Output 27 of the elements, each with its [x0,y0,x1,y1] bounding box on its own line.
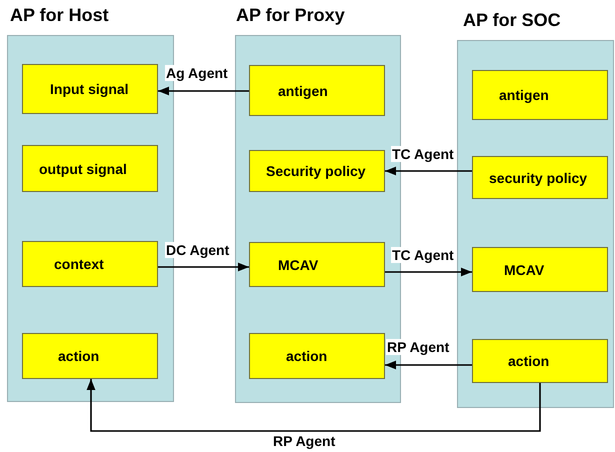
arrow [385,268,472,276]
process-box: MCAV [249,242,385,287]
edge-label: RP Agent [272,433,336,449]
arrow [385,166,472,176]
process-box: security policy [472,156,608,199]
process-box: Input signal [22,64,158,114]
arrow [86,379,541,432]
panel-heading: AP for Proxy [236,5,345,26]
panel-heading: AP for Host [10,5,109,26]
edge-label: Ag Agent [165,65,229,81]
process-box: action [472,339,608,383]
edge-label: TC Agent [391,146,455,162]
edge-label: RP Agent [386,339,450,355]
process-box: antigen [472,70,608,120]
process-box: context [22,241,158,287]
arrow [385,360,472,370]
panel-heading: AP for SOC [463,10,561,31]
process-box: antigen [249,65,385,116]
edge-label: DC Agent [165,242,230,258]
arrow [158,86,249,96]
arrow [158,262,249,272]
process-box: MCAV [472,247,608,292]
process-box: Security policy [249,150,385,192]
process-box: action [249,333,385,379]
edge-label: TC Agent [391,247,455,263]
process-box: action [22,333,158,379]
process-box: output signal [22,145,158,192]
